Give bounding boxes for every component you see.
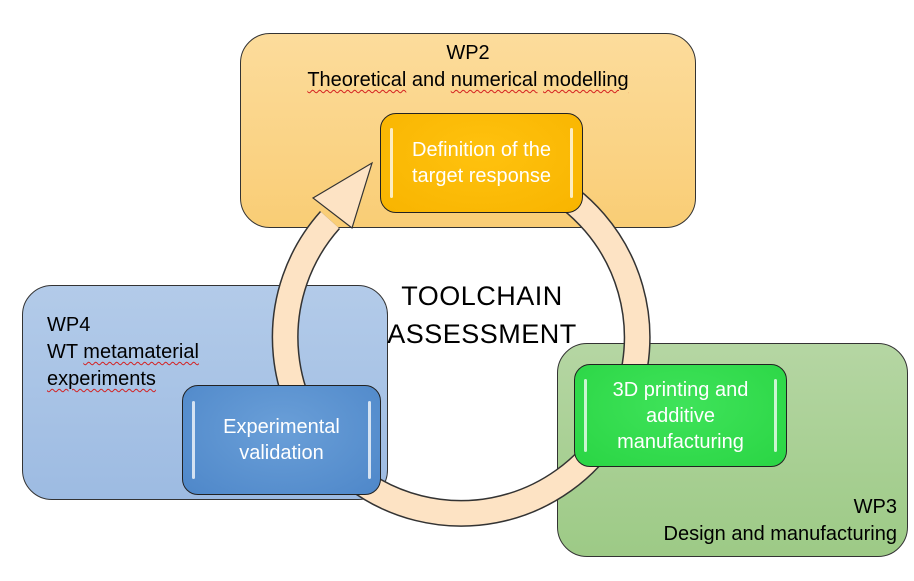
center-title-line2: ASSESSMENT xyxy=(387,319,577,349)
step-printing-line3: manufacturing xyxy=(617,430,744,453)
wp3-label: WP3 Design and manufacturing xyxy=(664,494,897,548)
wp2-id: WP2 xyxy=(446,42,490,64)
wp4-title-line1: WT metamaterial xyxy=(47,341,199,363)
wp4-label: WP4 WT metamaterial experiments xyxy=(47,312,199,393)
step-printing-line2: additive xyxy=(646,404,715,427)
wp3-title: Design and manufacturing xyxy=(663,523,897,545)
wp2-label: WP2 Theoretical and numerical modelling xyxy=(241,40,695,94)
center-title: TOOLCHAIN ASSESSMENT xyxy=(380,277,584,353)
wp4-title-line2: experiments xyxy=(47,368,156,390)
step-definition-line1: Definition of the xyxy=(412,139,551,161)
step-validation-line2: validation xyxy=(239,442,324,464)
step-definition-target-response: Definition of the target response xyxy=(380,113,583,213)
step-printing-line1: 3D printing and xyxy=(612,378,749,401)
step-experimental-validation: Experimental validation xyxy=(182,385,381,495)
wp2-title: Theoretical and numerical modelling xyxy=(307,69,629,91)
step-definition-line2: target response xyxy=(412,165,551,187)
step-validation-line1: Experimental xyxy=(223,416,340,438)
wp3-id: WP3 xyxy=(853,496,897,518)
wp4-id: WP4 xyxy=(47,314,91,336)
center-title-line1: TOOLCHAIN xyxy=(401,281,563,311)
step-3d-printing: 3D printing and additive manufacturing xyxy=(574,364,787,467)
